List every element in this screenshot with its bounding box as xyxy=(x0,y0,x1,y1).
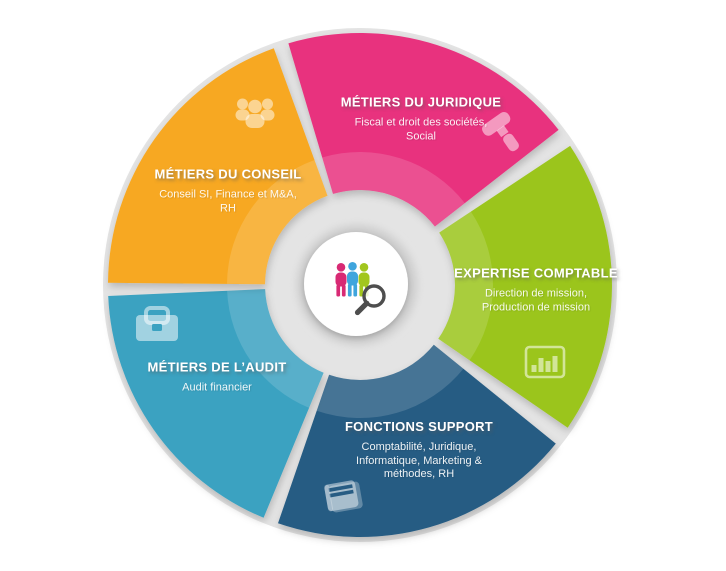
segment-wedge-conseil xyxy=(108,48,328,285)
book-icon xyxy=(324,480,363,513)
gavel-icon xyxy=(482,112,519,152)
people-search-icon xyxy=(335,262,386,316)
segment-inner-highlight-comptable xyxy=(438,211,493,361)
segment-inner-highlight-support xyxy=(316,344,464,419)
briefcase-icon xyxy=(136,306,178,341)
person-pink xyxy=(335,263,347,297)
wheel-segments xyxy=(103,28,617,542)
magnifier-icon xyxy=(354,284,386,316)
segment-wedge-juridique xyxy=(288,33,559,227)
person-blue xyxy=(347,262,358,297)
bar-chart-icon xyxy=(524,345,566,379)
segment-inner-highlight-juridique xyxy=(322,152,465,227)
segment-wedge-support xyxy=(278,344,556,538)
segment-wedge-audit xyxy=(108,289,324,518)
segment-inner-highlight-audit xyxy=(227,289,324,408)
segment-inner-highlight-conseil xyxy=(227,160,328,285)
segment-wedge-comptable xyxy=(438,145,612,428)
people-icon xyxy=(235,98,275,128)
